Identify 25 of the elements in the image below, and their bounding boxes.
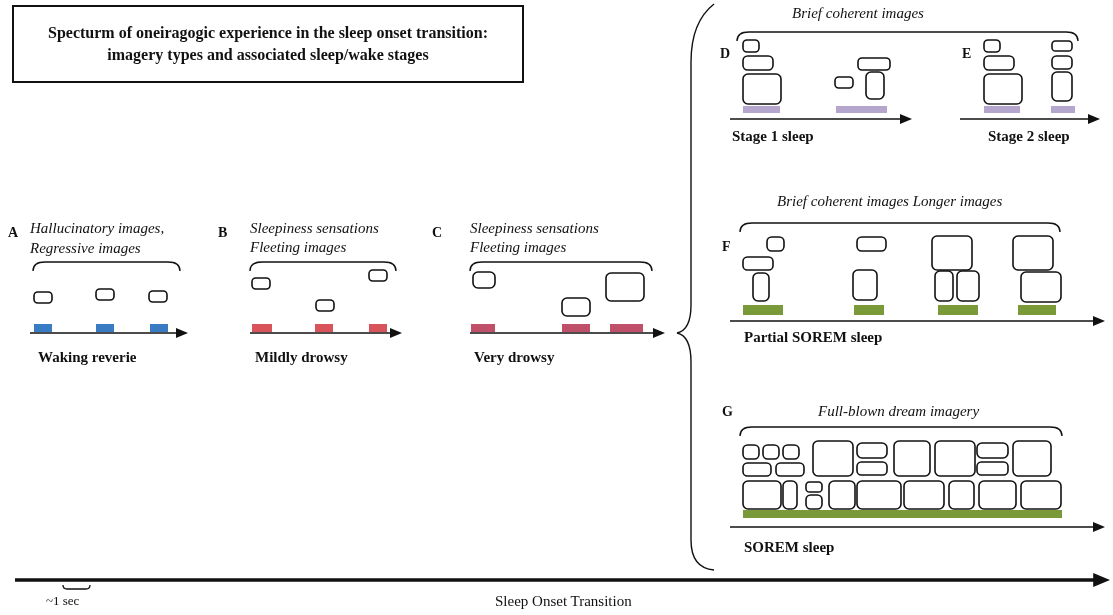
stage-label: SOREM sleep (744, 538, 835, 557)
scale-label: ~1 sec (46, 593, 80, 610)
imagery-caption: Brief coherent images Longer images (777, 192, 1003, 211)
stage-label: Mildly drowsy (255, 348, 348, 367)
imagery-caption: Sleepiness sensations (470, 219, 599, 238)
stage-label: Stage 2 sleep (988, 127, 1070, 146)
stage-label: Waking reverie (38, 348, 137, 367)
imagery-caption: Hallucinatory images, Regressive images (30, 219, 166, 258)
stage-label: Partial SOREM sleep (744, 328, 883, 347)
panel-letter: D (720, 45, 731, 63)
panel-letter: A (8, 224, 19, 242)
imagery-caption: Fleeting images (470, 238, 567, 257)
panel-letter: E (962, 45, 972, 63)
panel-letter: G (722, 403, 733, 421)
imagery-caption: Brief coherent images (792, 4, 924, 23)
stage-label: Stage 1 sleep (732, 127, 814, 146)
imagery-caption: Sleepiness sensations (250, 219, 379, 238)
title-box: Specturm of oneiragogic experience in the sleep onset transition: imagery types and associated sleep/wake stages (12, 5, 524, 83)
panel-letter: C (432, 224, 443, 242)
imagery-caption: Full-blown dream imagery (818, 402, 980, 421)
panel-letter: F (722, 238, 731, 256)
imagery-caption: Fleeting images (250, 238, 347, 257)
axis-label: Sleep Onset Transition (495, 592, 632, 611)
stage-label: Very drowsy (474, 348, 555, 367)
panel-letter: B (218, 224, 228, 242)
